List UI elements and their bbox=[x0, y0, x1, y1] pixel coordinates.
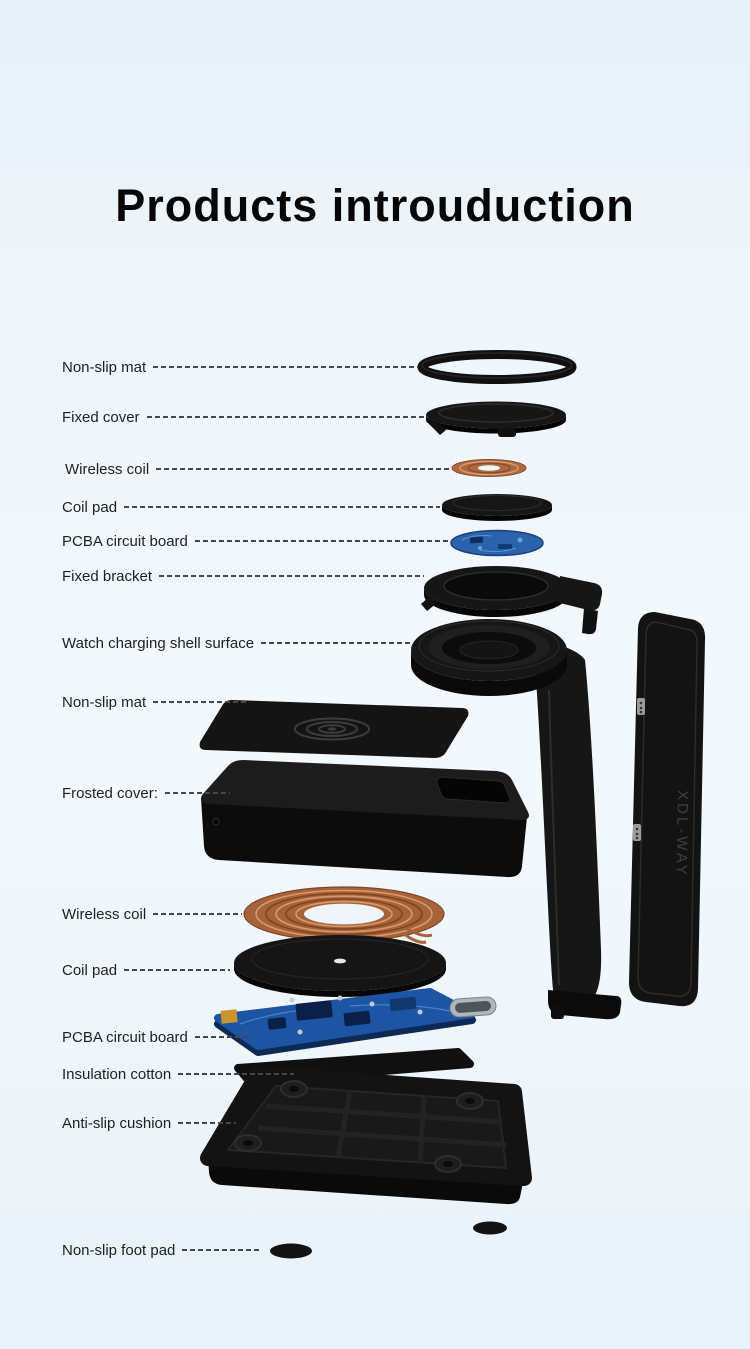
watch-nonslip-ring-graphic bbox=[417, 350, 577, 384]
leader-line bbox=[124, 969, 230, 971]
leader-line bbox=[178, 1122, 236, 1124]
cover-top bbox=[426, 401, 566, 429]
frosted-cover-top bbox=[201, 760, 529, 820]
back-panel-graphic: XDL-WAY bbox=[629, 612, 706, 1007]
screw-bosses bbox=[234, 1080, 484, 1173]
callout-label: PCBA circuit board bbox=[62, 1028, 188, 1046]
callout-watch-pcba: PCBA circuit board bbox=[62, 530, 450, 552]
back-panel-inner-outline bbox=[637, 621, 698, 997]
stand-foot bbox=[548, 990, 622, 1020]
shell-cup-wall bbox=[411, 650, 567, 696]
phone-coil-pad-graphic bbox=[234, 935, 446, 997]
leader-line bbox=[178, 1073, 294, 1075]
leader-line bbox=[153, 701, 246, 703]
charging-symbol bbox=[294, 717, 370, 741]
leader-line bbox=[153, 366, 418, 368]
callout-label: Anti-slip cushion bbox=[62, 1114, 172, 1132]
callout-label: Coil pad bbox=[62, 498, 118, 516]
bracket-arm bbox=[556, 576, 603, 611]
leader-line bbox=[124, 506, 440, 508]
leader-line bbox=[164, 792, 230, 794]
callout-label: Non-slip mat bbox=[62, 358, 147, 376]
stand-foot-tab bbox=[551, 1006, 564, 1019]
shell-cup-center bbox=[459, 640, 519, 660]
leader-line bbox=[146, 416, 428, 418]
watch-fixed-cover-graphic bbox=[426, 401, 566, 437]
callout-phone-pcba: PCBA circuit board bbox=[62, 1026, 252, 1048]
leader-line bbox=[261, 642, 410, 644]
leader-line bbox=[182, 1249, 262, 1251]
leader-line bbox=[159, 575, 424, 577]
phone-wireless-coil-graphic bbox=[243, 886, 445, 944]
side-port-dot bbox=[212, 818, 220, 826]
callout-phone-wireless-coil: Wireless coil bbox=[62, 903, 242, 925]
phone-pcba-graphic bbox=[214, 988, 497, 1056]
back-panel-brand-text: XDL-WAY bbox=[672, 790, 691, 878]
back-panel-body bbox=[629, 612, 706, 1007]
base-ribs bbox=[257, 1090, 507, 1164]
pad-center-hole bbox=[334, 958, 346, 964]
callout-phone-non-slip-mat: Non-slip mat bbox=[62, 691, 246, 713]
callout-watch-fixed-cover: Fixed cover bbox=[62, 406, 428, 428]
callout-frosted-cover: Frosted cover: bbox=[62, 782, 230, 804]
cover-clip-center bbox=[498, 428, 516, 437]
leader-line bbox=[194, 1036, 252, 1038]
leader-line bbox=[153, 913, 242, 915]
watch-shell-arm-graphic bbox=[411, 619, 622, 1020]
callout-label: Wireless coil bbox=[62, 905, 147, 923]
cover-thickness bbox=[426, 415, 566, 434]
coil-leads bbox=[403, 926, 433, 944]
callout-watch-wireless-coil: Wireless coil bbox=[65, 458, 450, 480]
cover-sheen bbox=[438, 403, 554, 423]
watch-arm-slot bbox=[436, 776, 511, 804]
callout-label: Fixed bracket bbox=[62, 567, 153, 585]
callout-watch-non-slip-mat: Non-slip mat bbox=[62, 356, 418, 378]
stand-arm-highlight bbox=[548, 689, 560, 986]
watch-pcba-graphic bbox=[450, 529, 544, 557]
anti-slip-cushion-graphic bbox=[200, 1066, 532, 1205]
watch-fixed-bracket-graphic bbox=[421, 566, 603, 635]
callout-phone-coil-pad: Coil pad bbox=[62, 959, 230, 981]
watch-coil-pad-graphic bbox=[442, 494, 552, 521]
callout-label: Wireless coil bbox=[65, 460, 150, 478]
leader-line bbox=[194, 540, 450, 542]
callout-fixed-bracket: Fixed bracket bbox=[62, 565, 424, 587]
gold-edge-connector bbox=[220, 1009, 238, 1024]
callout-label: Insulation cotton bbox=[62, 1065, 172, 1083]
callout-label: Watch charging shell surface bbox=[62, 634, 255, 652]
usb-c-port bbox=[449, 996, 497, 1018]
callout-label: Frosted cover: bbox=[62, 784, 158, 802]
bracket-notch bbox=[421, 596, 437, 611]
callout-non-slip-foot-pad: Non-slip foot pad bbox=[62, 1239, 262, 1261]
frosted-cover-front bbox=[201, 798, 527, 878]
callout-label: PCBA circuit board bbox=[62, 532, 188, 550]
frosted-cover-graphic bbox=[201, 760, 529, 878]
callout-label: Non-slip mat bbox=[62, 693, 147, 711]
callout-label: Non-slip foot pad bbox=[62, 1241, 176, 1259]
leader-line bbox=[156, 468, 450, 470]
phone-nonslip-mat-graphic bbox=[199, 700, 469, 758]
watch-wireless-coil-graphic bbox=[451, 459, 527, 477]
callout-anti-slip-cushion: Anti-slip cushion bbox=[62, 1112, 236, 1134]
callout-insulation-cotton: Insulation cotton bbox=[62, 1063, 294, 1085]
shell-cup-rim-highlight bbox=[418, 620, 560, 672]
callout-watch-coil-pad: Coil pad bbox=[62, 496, 440, 518]
panel-connector-marks bbox=[633, 698, 645, 841]
foot-pad-left-graphic bbox=[270, 1243, 312, 1259]
stand-arm bbox=[536, 640, 602, 1009]
page-title: Products introuduction bbox=[115, 180, 635, 231]
foot-pad-right-graphic bbox=[473, 1221, 507, 1235]
callout-watch-charging-shell: Watch charging shell surface bbox=[62, 632, 410, 654]
callout-label: Fixed cover bbox=[62, 408, 140, 426]
callout-label: Coil pad bbox=[62, 961, 118, 979]
cover-clip-left bbox=[429, 420, 446, 435]
bracket-foot bbox=[582, 608, 598, 635]
